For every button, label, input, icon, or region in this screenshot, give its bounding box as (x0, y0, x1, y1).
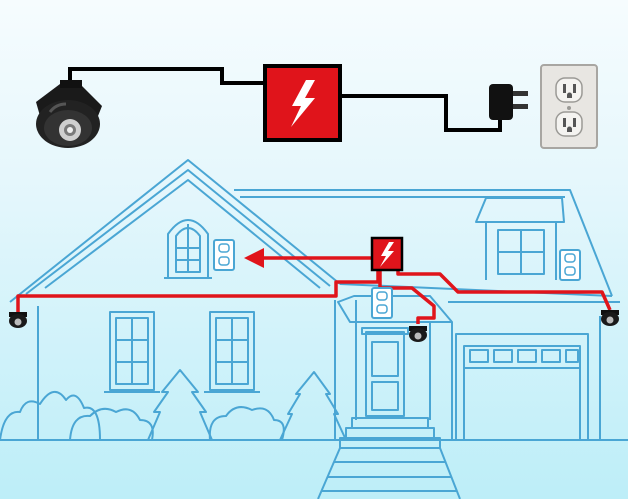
front-steps (317, 417, 461, 499)
front-door (361, 327, 409, 417)
house-injector (370, 236, 404, 272)
equipment-row (36, 64, 598, 149)
dome-camera-icon (36, 80, 102, 148)
wall-outlet-icon (371, 287, 393, 319)
wall-outlet-icon (213, 239, 235, 271)
dormer (475, 197, 565, 280)
power-adapter-icon (489, 84, 528, 120)
attic-window (164, 219, 212, 279)
adapter-cable (340, 94, 502, 132)
house-outline (0, 159, 628, 499)
lightning-bolt-icon (263, 64, 342, 142)
front-window-right (204, 311, 260, 393)
camera-cable (68, 67, 266, 96)
front-window-left (104, 311, 160, 393)
dome-camera-icon (9, 312, 27, 328)
arrow-head (244, 248, 264, 268)
wire-to-left-camera (16, 268, 380, 312)
wall-outlet-icon (559, 249, 581, 281)
garage (448, 301, 620, 441)
wire-to-right-camera (396, 268, 612, 311)
porch-roof (337, 295, 453, 420)
shrubs (0, 369, 628, 441)
wall-outlet-icon (540, 64, 598, 149)
main-gable (9, 159, 341, 440)
lightning-bolt-icon (380, 242, 394, 267)
dome-camera-icon (409, 326, 427, 342)
dome-camera-icon (601, 310, 619, 326)
